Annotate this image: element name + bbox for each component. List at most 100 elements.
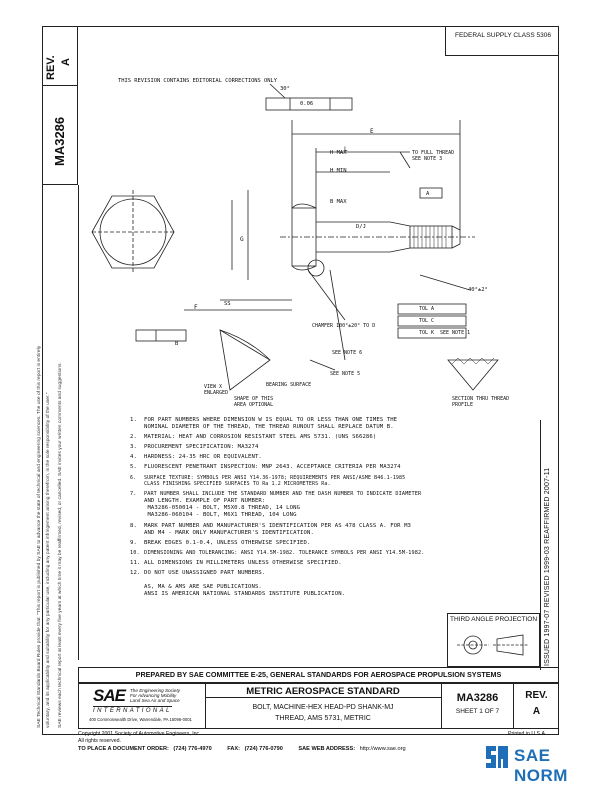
- callout-tol: 0.06: [300, 101, 314, 107]
- left-header-box: [42, 26, 78, 185]
- watermark-logo: SAE NORM: [482, 740, 598, 785]
- callout-b-max: B MAX: [330, 199, 347, 205]
- web-label: SAE WEB ADDRESS:: [298, 746, 356, 752]
- title-doc-id: MA3286: [456, 692, 499, 704]
- fcf-a: A: [426, 191, 430, 197]
- federal-supply-box: [445, 26, 559, 56]
- title-divider-3: [513, 683, 514, 729]
- fcf-see-note-1: SEE NOTE 1: [440, 330, 471, 336]
- note-line: 6.SURFACE TEXTURE: SYMBOLS PER ANSI Y14.…: [130, 475, 406, 481]
- callout-section-thru: SECTION THRU THREAD PROFILE: [452, 396, 510, 408]
- sheet-number: SHEET 1 OF 7: [455, 708, 500, 715]
- sae-logo: SAE: [93, 686, 126, 705]
- callout-bearing-surface: BEARING SURFACE: [266, 382, 312, 388]
- notes-block: 1.FOR PART NUMBERS WHERE DIMENSION W IS …: [130, 417, 490, 605]
- callout-shape-optional: SHAPE OF THIS AREA OPTIONAL: [234, 396, 274, 408]
- rights: All rights reserved.: [78, 738, 121, 744]
- third-angle-label: THIRD ANGLE PROJECTION: [449, 616, 538, 623]
- sae-tagline-1: The Engineering Society: [130, 688, 181, 693]
- revision-note: THIS REVISION CONTAINS EDITORIAL CORRECT…: [118, 78, 278, 84]
- callout-angle-40: 40°±2°: [468, 287, 488, 293]
- third-angle-symbol: [457, 634, 529, 656]
- callout-dj: D/J: [356, 224, 366, 230]
- dates-strip: ISSUED 1997-07 REVISED 1999-03 REAFFIRME…: [544, 467, 551, 666]
- fax-value: (724) 776-0790: [244, 746, 283, 752]
- callout-angle-30: 30°: [280, 86, 290, 92]
- callout-h-min: H MIN: [330, 168, 347, 174]
- callout-ss: SS: [224, 301, 231, 307]
- title-rev-value: A: [532, 706, 541, 717]
- note-line: 2.MATERIAL: HEAT AND CORROSION RESISTANT…: [130, 434, 377, 440]
- watermark-icon: [486, 746, 508, 768]
- printed-in: Printed in U.S.A.: [508, 731, 547, 737]
- note-line: AND M4 - MARK ONLY MANUFACTURER'S IDENTI…: [144, 530, 314, 536]
- title-divider-2: [441, 683, 442, 729]
- prepared-by-bar: [78, 667, 559, 683]
- left-rev-label: REV.: [45, 55, 57, 80]
- note-line: 5.FLUORESCENT PENETRANT INSPECTION: MNP …: [130, 464, 401, 470]
- title-divider-1: [205, 683, 206, 729]
- title-rev-label: REV.: [525, 690, 548, 701]
- note-line: NOMINAL DIAMETER OF THE THREAD, THE THRE…: [144, 424, 394, 430]
- note-line: 3.PROCUREMENT SPECIFICATION: MA3274: [130, 444, 259, 450]
- web-value: http://www.sae.org: [359, 746, 406, 752]
- note-line: 11.ALL DIMENSIONS IN MILLIMETERS UNLESS …: [130, 560, 342, 566]
- callout-e: E: [370, 128, 374, 135]
- note-line: 1.FOR PART NUMBERS WHERE DIMENSION W IS …: [130, 417, 398, 423]
- note-line: ANSI IS AMERICAN NATIONAL STANDARDS INST…: [144, 591, 346, 597]
- margin-text-3: SAE reviews each technical report at lea…: [58, 362, 63, 728]
- note-line: 12.DO NOT USE UNASSIGNED PART NUMBERS.: [130, 570, 266, 576]
- left-rev-value: A: [60, 58, 72, 66]
- fax-label: FAX:: [227, 746, 240, 752]
- callout-chamfer: CHAMFER 100°±20° TO D: [312, 323, 376, 329]
- fcf-tol-a: TOL A: [419, 306, 435, 312]
- left-header-divider: [42, 85, 78, 86]
- margin-text-2: voluntary, and its applicability and sui…: [46, 392, 51, 728]
- part-description-1: BOLT, MACHINE-HEX HEAD-PD SHANK-MJ: [252, 704, 394, 711]
- note-line: [130, 577, 144, 583]
- note-line: MA3286-060104 - BOLT, M6X1 THREAD, 104 L…: [144, 512, 297, 518]
- order-line: TO PLACE A DOCUMENT ORDER: (724) 776-497…: [78, 746, 406, 752]
- dates-strip-rule: [540, 420, 541, 670]
- sae-tagline-2: For Advancing Mobility: [130, 693, 177, 698]
- title-block: [78, 683, 559, 729]
- sae-tagline-3: Land Sea Air and Space: [130, 698, 180, 703]
- note-line: 9.BREAK EDGES 0.1-0.4, UNLESS OTHERWISE …: [130, 540, 311, 546]
- note-line: AS, MA & AMS ARE SAE PUBLICATIONS.: [144, 584, 262, 590]
- third-angle-box: [447, 613, 540, 667]
- note-line: 8.MARK PART NUMBER AND MANUFACTURER'S ID…: [130, 523, 412, 529]
- federal-supply-class: FEDERAL SUPPLY CLASS 5306: [455, 32, 551, 39]
- margin-text-1: SAE Technical Standards Board Rules prov…: [37, 345, 42, 728]
- copyright: Copyright 2001 Society of Automotive Eng…: [78, 731, 201, 737]
- standard-title: METRIC AEROSPACE STANDARD: [246, 686, 400, 697]
- title-underline: [205, 697, 441, 698]
- callout-h-max: H MAX: [330, 150, 347, 156]
- callout-l: L: [344, 146, 348, 153]
- page-border: [42, 26, 559, 735]
- fcf-tol-c: TOL C: [419, 318, 435, 324]
- left-doc-id: MA3286: [52, 116, 67, 166]
- callout-view-x: VIEW X ENLARGED: [204, 384, 229, 396]
- note-line: 7.PART NUMBER SHALL INCLUDE THE STANDARD…: [130, 491, 422, 497]
- callout-f: F: [194, 304, 198, 311]
- bolt-drawing: [91, 83, 499, 391]
- part-description-2: THREAD, AMS 5731, METRIC: [275, 715, 371, 722]
- callout-g: G: [240, 236, 244, 243]
- fcf-tol-k: TOL K: [419, 330, 435, 336]
- note-line: 4.HARDNESS: 24-35 HRC OR EQUIVALENT.: [130, 454, 262, 460]
- watermark-text: SAE NORM: [514, 746, 568, 785]
- prepared-by: PREPARED BY SAE COMMITTEE E-25, GENERAL …: [135, 670, 502, 679]
- sae-international: INTERNATIONAL: [93, 706, 172, 714]
- margin-rule: [78, 185, 79, 660]
- order-label: TO PLACE A DOCUMENT ORDER:: [78, 746, 169, 752]
- note-line: MA3286-050014 - BOLT, M5X0.8 THREAD, 14 …: [144, 505, 301, 511]
- fcf-b: B: [175, 341, 179, 347]
- sae-address: 400 Commonwealth Drive, Warrendale, PA 1…: [89, 717, 192, 722]
- callout-see-note-6: SEE NOTE 6: [332, 350, 363, 356]
- callout-see-note-5: SEE NOTE 5: [330, 371, 361, 377]
- note-line: 10.DIMENSIONING AND TOLERANCING: ANSI Y1…: [130, 550, 425, 556]
- note-line: CLASS FINISHING SPECIFIED SURFACES TO Ra…: [144, 481, 331, 487]
- callout-to-full-thread: TO FULL THREAD SEE NOTE 3: [412, 150, 455, 162]
- order-phone: (724) 776-4970: [173, 746, 212, 752]
- note-line: AND LENGTH. EXAMPLE OF PART NUMBER:: [144, 498, 266, 504]
